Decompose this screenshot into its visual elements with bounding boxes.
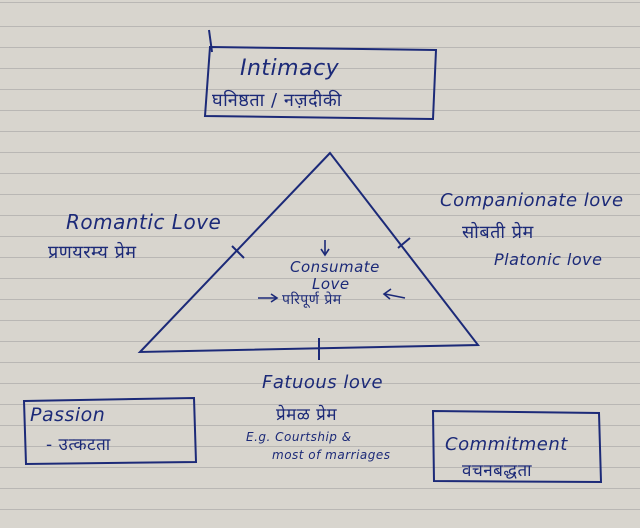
pen-mark — [208, 29, 213, 53]
left-side-tick — [231, 245, 245, 259]
arrow-left-shaft — [384, 293, 406, 299]
fatuous-example-line2: most of marriages — [272, 448, 391, 462]
fatuous-love-label: Fatuous love — [262, 372, 384, 393]
consumate-love-line1: Consumate — [290, 258, 380, 276]
arrow-left-head — [382, 288, 392, 300]
fatuous-love-hindi-label: प्रेमळ प्रेम — [276, 405, 338, 425]
intimacy-box-outline — [203, 45, 438, 121]
arrow-down-head — [320, 248, 330, 257]
right-side-tick — [397, 237, 411, 249]
commitment-hindi-label: वचनबद्धता — [462, 461, 533, 481]
companionate-love-label: Companionate love — [440, 190, 624, 211]
passion-hindi-label: - उत्कटता — [46, 435, 111, 455]
consumate-love-hindi-label: परिपूर्ण प्रेम — [282, 292, 342, 308]
commitment-box-outline — [431, 409, 603, 484]
commitment-label: Commitment — [445, 434, 568, 455]
arrow-right-head — [270, 293, 279, 303]
passion-box-outline — [22, 396, 198, 466]
love-triangle — [137, 151, 481, 354]
consumate-love-line2: Love — [312, 275, 350, 293]
romantic-love-label: Romantic Love — [66, 210, 222, 234]
romantic-love-hindi-label: प्रणयरम्य प्रेम — [48, 242, 137, 263]
intimacy-hindi-label: घनिष्ठता / नज़दीकी — [212, 90, 342, 111]
intimacy-label: Intimacy — [240, 56, 340, 81]
fatuous-example-line1: E.g. Courtship & — [246, 430, 352, 444]
companionate-love-hindi-label: सोबती प्रेम — [462, 222, 534, 243]
passion-label: Passion — [30, 404, 106, 426]
platonic-love-label: Platonic love — [494, 250, 603, 269]
